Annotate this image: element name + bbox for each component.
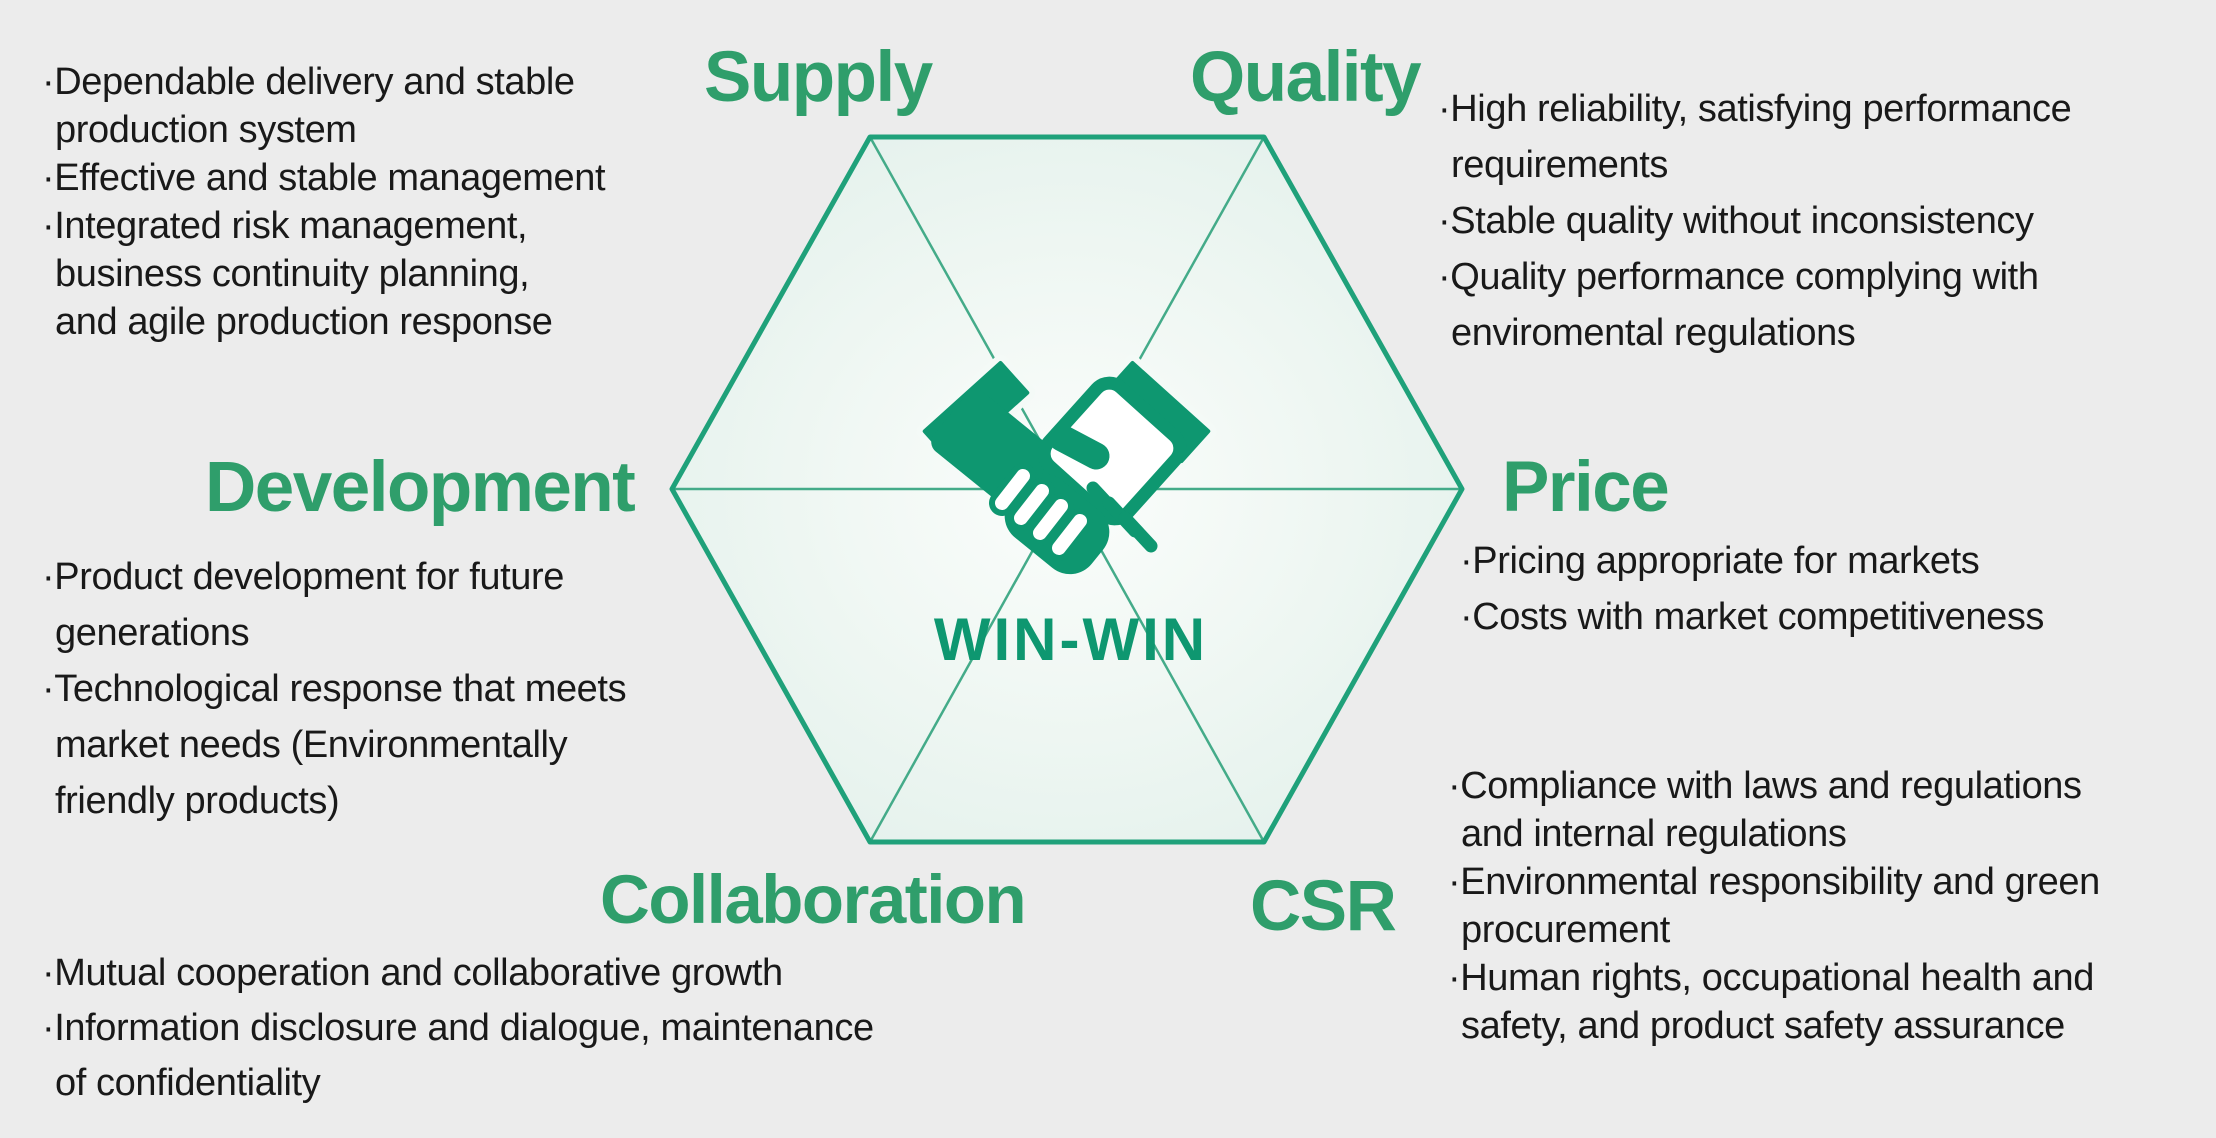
bullet-item: ·Quality performance complying with envir…	[1438, 249, 2071, 361]
section-title-supply: Supply	[704, 38, 933, 117]
bullet-item: ·Dependable delivery and stable productio…	[42, 58, 605, 154]
win-win-label: WIN-WIN	[933, 606, 1209, 673]
bullet-line: ·Information disclosure and dialogue, ma…	[42, 1007, 874, 1049]
supply-notes: ·Dependable delivery and stable productio…	[42, 58, 606, 346]
bullet-item: ·Information disclosure and dialogue, ma…	[42, 1001, 874, 1111]
bullet-item: ·Mutual cooperation and collaborative gr…	[42, 946, 874, 1001]
bullet-line: ·Stable quality without inconsistency	[1438, 200, 2034, 242]
spoke-top-left	[868, 136, 1069, 490]
bullet-item: ·Human rights, occupational health and sa…	[1448, 954, 2100, 1050]
bullet-line: ·Integrated risk management,	[42, 205, 528, 247]
hexagon-outline	[669, 134, 1465, 845]
price-notes: ·Pricing appropriate for markets ·Costs w…	[1460, 533, 2044, 645]
bullet-line: ·Technological response that meets	[42, 668, 627, 710]
bullet-line-cont: of confidentiality	[55, 1062, 321, 1104]
bullet-line: ·Human rights, occupational health and	[1448, 957, 2094, 999]
bullet-line: ·Effective and stable management	[42, 157, 606, 199]
section-title-quality: Quality	[1190, 38, 1422, 117]
bullet-item: ·High reliability, satisfying performanc…	[1438, 81, 2072, 193]
section-title-development: Development	[205, 448, 636, 527]
bullet-line-cont: business continuity planning,	[55, 253, 530, 295]
bullet-line: ·Environmental responsibility and green	[1448, 861, 2100, 903]
bullet-item: ·Technological response that meets market…	[42, 661, 627, 829]
bullet-line: ·Product development for future	[42, 556, 564, 598]
development-notes: ·Product development for future generatio…	[42, 549, 627, 829]
bullet-item: ·Environmental responsibility and green p…	[1448, 858, 2100, 954]
handshake-finger-stripes	[1086, 481, 1158, 553]
bullet-item: ·Compliance with laws and regulations and…	[1448, 762, 2100, 858]
bullet-item: ·Pricing appropriate for markets	[1460, 533, 2044, 589]
bullet-line: ·High reliability, satisfying performanc…	[1438, 88, 2072, 130]
bullet-line: ·Mutual cooperation and collaborative gr…	[42, 952, 783, 994]
bullet-item: ·Stable quality without inconsistency	[1438, 193, 2071, 249]
bullet-line-cont: friendly products)	[55, 780, 340, 822]
bullet-line-cont: production system	[55, 109, 357, 151]
bullet-line-cont: requirements	[1451, 144, 1668, 186]
collaboration-notes: ·Mutual cooperation and collaborative gr…	[42, 946, 874, 1111]
handshake-icon	[916, 355, 1217, 575]
bullet-item: ·Integrated risk management, business con…	[42, 202, 605, 346]
hexagon-spokes	[672, 136, 1462, 843]
section-title-collaboration: Collaboration	[600, 861, 1027, 938]
bullet-item: ·Costs with market competitiveness	[1460, 589, 2044, 645]
handshake-thumb	[1048, 424, 1110, 470]
bullet-line: ·Pricing appropriate for markets	[1460, 540, 1980, 582]
bullet-line-cont: and internal regulations	[1461, 813, 1847, 855]
bullet-line: ·Dependable delivery and stable	[42, 61, 575, 103]
bullet-line-cont: market needs (Environmentally	[55, 724, 568, 766]
bullet-line: ·Compliance with laws and regulations	[1448, 765, 2082, 807]
bullet-item: ·Product development for future generatio…	[42, 549, 626, 661]
section-title-price: Price	[1502, 448, 1670, 527]
bullet-line-cont: generations	[55, 612, 250, 654]
handshake-knuckles	[989, 463, 1093, 561]
bullet-line-cont: procurement	[1461, 909, 1670, 951]
bullet-line-cont: and agile production response	[55, 301, 553, 343]
section-title-csr: CSR	[1250, 867, 1397, 946]
handshake-right-hand	[1037, 376, 1187, 526]
csr-notes: ·Compliance with laws and regulations and…	[1448, 762, 2100, 1050]
bullet-line: ·Quality performance complying with	[1438, 256, 2039, 298]
bullet-line-cont: safety, and product safety assurance	[1461, 1005, 2065, 1047]
bullet-line: ·Costs with market competitiveness	[1460, 596, 2045, 638]
quality-notes: ·High reliability, satisfying performanc…	[1438, 81, 2072, 361]
bullet-item: ·Effective and stable management	[42, 154, 606, 202]
bullet-line-cont: enviromental regulations	[1451, 312, 1856, 354]
